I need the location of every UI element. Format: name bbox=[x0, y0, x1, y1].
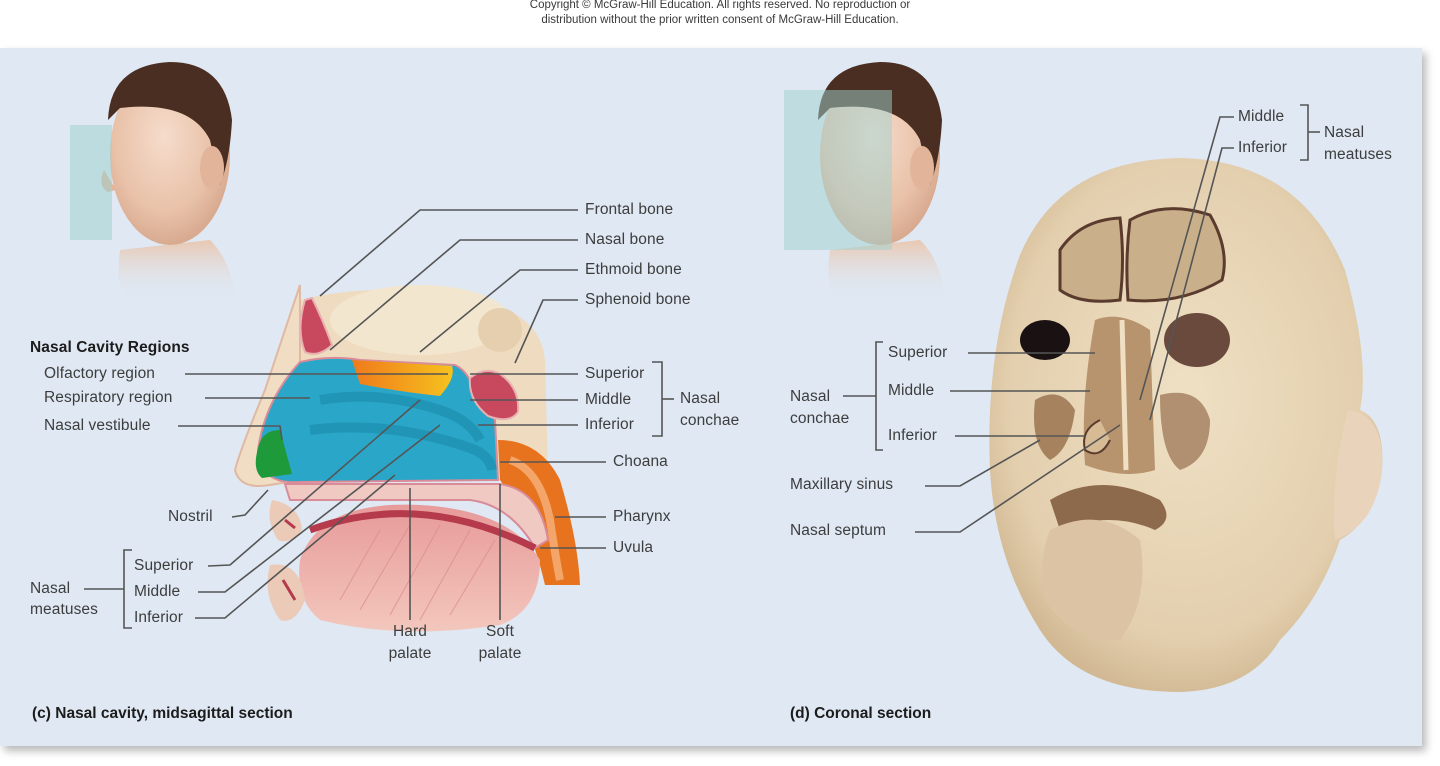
label-soft-palate: Soft palate bbox=[470, 623, 530, 663]
label-superior-concha-d: Superior bbox=[888, 344, 948, 361]
head-icon-coronal bbox=[784, 62, 945, 300]
label-hard-palate: Hard palate bbox=[380, 623, 440, 663]
coronal-leader-lines bbox=[843, 104, 1320, 533]
label-nasal-conchae-group-d: Nasal conchae bbox=[790, 388, 849, 428]
label-inferior-meatus: Inferior bbox=[134, 609, 184, 626]
label-middle-meatus: Middle bbox=[134, 583, 181, 600]
hard-palate-line-2: palate bbox=[388, 645, 432, 662]
label-pharynx: Pharynx bbox=[613, 508, 671, 525]
label-ethmoid-bone: Ethmoid bone bbox=[585, 261, 682, 278]
label-nasal-septum: Nasal septum bbox=[790, 522, 886, 539]
soft-palate-line-1: Soft bbox=[486, 623, 514, 640]
label-middle-meatus-d: Middle bbox=[1238, 108, 1285, 125]
label-middle-concha-d: Middle bbox=[888, 382, 935, 399]
label-respiratory-region: Respiratory region bbox=[44, 389, 173, 406]
regions-heading: Nasal Cavity Regions bbox=[30, 339, 190, 356]
hard-palate-line-1: Hard bbox=[393, 623, 427, 640]
conchae-d-line-1: Nasal bbox=[790, 388, 831, 405]
head-icon-sagittal bbox=[70, 62, 235, 300]
copyright-line-2: distribution without the prior written c… bbox=[541, 14, 899, 26]
conchae-group-line-2: conchae bbox=[680, 412, 740, 429]
meatuses-d-line-1: Nasal bbox=[1324, 124, 1365, 141]
copyright-line-1: Copyright © McGraw-Hill Education. All r… bbox=[529, 0, 911, 11]
label-nasal-meatuses-group-d: Nasal meatuses bbox=[1324, 124, 1392, 164]
label-maxillary-sinus: Maxillary sinus bbox=[790, 476, 894, 493]
caption-panel-c: (c) Nasal cavity, midsagittal section bbox=[32, 705, 293, 722]
label-sphenoid-bone: Sphenoid bone bbox=[585, 291, 691, 308]
sagittal-section-illustration bbox=[233, 284, 580, 632]
label-nasal-conchae-group: Nasal conchae bbox=[680, 390, 739, 430]
label-superior-concha: Superior bbox=[585, 365, 645, 382]
label-nasal-meatuses-group: Nasal meatuses bbox=[30, 580, 98, 619]
meatuses-group-line-1: Nasal bbox=[30, 580, 71, 597]
label-frontal-bone: Frontal bone bbox=[585, 201, 674, 218]
meatuses-group-line-2: meatuses bbox=[30, 601, 98, 618]
label-middle-concha: Middle bbox=[585, 391, 632, 408]
label-inferior-meatus-d: Inferior bbox=[1238, 139, 1288, 156]
label-nasal-vestibule: Nasal vestibule bbox=[44, 417, 151, 434]
sagittal-leader-lines bbox=[84, 209, 674, 629]
label-superior-meatus: Superior bbox=[134, 557, 194, 574]
label-nasal-bone: Nasal bone bbox=[585, 231, 665, 248]
conchae-d-line-2: conchae bbox=[790, 410, 850, 427]
label-uvula: Uvula bbox=[613, 539, 654, 556]
caption-panel-d: (d) Coronal section bbox=[790, 705, 932, 722]
label-inferior-concha: Inferior bbox=[585, 416, 635, 433]
soft-palate-line-2: palate bbox=[478, 645, 522, 662]
label-nostril: Nostril bbox=[168, 508, 213, 525]
copyright-notice: Copyright © McGraw-Hill Education. All r… bbox=[440, 0, 1000, 28]
meatuses-d-line-2: meatuses bbox=[1324, 146, 1392, 163]
conchae-group-line-1: Nasal bbox=[680, 390, 721, 407]
label-olfactory-region: Olfactory region bbox=[44, 365, 156, 382]
label-inferior-concha-d: Inferior bbox=[888, 427, 938, 444]
label-choana: Choana bbox=[613, 453, 668, 470]
